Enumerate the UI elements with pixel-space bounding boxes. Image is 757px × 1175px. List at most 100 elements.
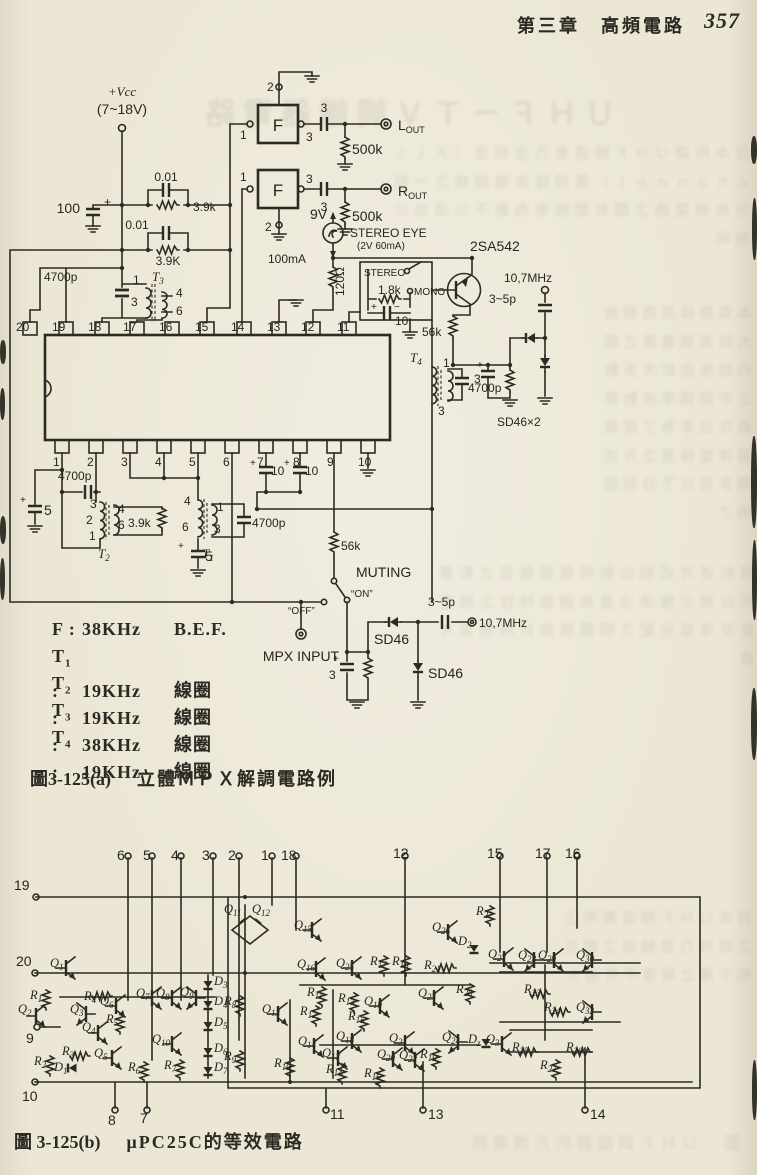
schematic-label: 3 [202, 847, 210, 863]
schematic-label: 10 [305, 464, 319, 478]
schematic-label: STEREO EYE [350, 226, 427, 240]
schematic-label: 3 [214, 522, 221, 536]
schematic-label: 19 [14, 877, 30, 893]
schematic-label: 9V [310, 206, 328, 222]
schematic-label: 3 [329, 668, 336, 682]
schematic-label: R4 [83, 989, 97, 1005]
chapter-header: 第三章 高頻電路 [517, 16, 685, 36]
schematic-label: + [104, 195, 111, 209]
schematic-label: 120Ω [333, 267, 347, 296]
schematic-label: 1 [89, 529, 96, 543]
schematic-label: 500k [352, 141, 383, 157]
schematic-label: + [250, 458, 256, 469]
schematic-label: 100mA [268, 252, 306, 266]
schematic-label: 4 [176, 286, 183, 300]
schematic-label: R19 [419, 1047, 437, 1063]
schematic-label: 7 [257, 455, 264, 469]
schematic-label: 6 [182, 520, 189, 534]
schematic-label: Q16 [297, 957, 316, 973]
page-number: 357 [704, 8, 740, 33]
schematic-label: 11 [330, 1106, 345, 1122]
schematic-label: 18 [88, 320, 102, 334]
schematic-label: 1.8k [378, 283, 402, 297]
schematic-label: Q3 [70, 1002, 84, 1018]
caption-figure-b: 圖 3-125(b)μPC25C的等效電路 [14, 1128, 304, 1154]
schematic-label: Q23 [418, 986, 437, 1002]
stereo-mono-switch[interactable] [359, 260, 433, 321]
schematic-label: R26 [565, 1040, 583, 1056]
muting-switch[interactable] [320, 577, 351, 606]
schematic-label: Q17 [322, 1046, 341, 1062]
schematic-label: D5 [213, 1015, 228, 1031]
schematic-label: R23 [523, 982, 541, 998]
schematic-label: Q10 [152, 1032, 171, 1048]
schematic-label: 3 [438, 404, 445, 418]
schematic-label: 13 [267, 320, 281, 334]
caption-figure-a: 圖3-125(a)立體ＭＰＸ解調電路例 [30, 765, 337, 791]
schematic-label: 3 [90, 497, 97, 511]
schematic-label: 1 [240, 170, 247, 184]
schematic-label: F [273, 181, 283, 200]
schematic-label: 20 [16, 953, 32, 969]
schematic-mpx-demodulator: +Vcc(7~18V)0.013.9k0.013.9K100+4700p1T34… [9, 71, 554, 709]
schematic-label: 10,7MHz [479, 616, 527, 630]
schematic-label: 1 [217, 500, 224, 514]
schematic-label: 5 [143, 847, 151, 863]
schematic-label: F [273, 116, 283, 135]
schematic-label: MUTING [356, 564, 411, 580]
schematic-label: 5 [205, 548, 213, 564]
schematic-label: Q8 [156, 986, 170, 1002]
schematic-label: R27 [539, 1058, 557, 1074]
terminals [117, 83, 550, 640]
schematic-label: Q19 [364, 994, 383, 1010]
schematic-label: 6 [176, 304, 183, 318]
schematic-label: D1 [53, 1060, 68, 1076]
schematic-label: 10 [395, 314, 409, 328]
schematic-label: 13 [428, 1106, 444, 1122]
schematic-label: R6 [127, 1060, 141, 1076]
schematic-label: 4700p [468, 381, 502, 395]
schematic-label: 1 [240, 128, 247, 142]
schematic-label: + [178, 541, 184, 552]
schematic-label: Q13 [262, 1002, 281, 1018]
schematic-label: Q31 [486, 1032, 504, 1048]
schematic-label: 1 [53, 455, 60, 469]
schematic-label: Q4 [82, 1020, 96, 1036]
schematic-label: 4700p [44, 270, 78, 284]
schematic-label: 3~5p [428, 595, 455, 609]
schematic-label: 10,7MHz [504, 271, 552, 285]
schematic-label: Q25 [336, 956, 355, 972]
scan-smudge [0, 340, 6, 364]
schematic-label: 3 [321, 101, 328, 115]
schematic-label: 14 [231, 320, 245, 334]
schematic-label: R25 [511, 1040, 529, 1056]
scan-smudge [751, 688, 757, 760]
schematic-label: MPX INPUT [263, 648, 340, 664]
scan-smudge [752, 1060, 757, 1120]
schematic-label: Dz [467, 1032, 481, 1048]
schematic-label: R8 [223, 994, 237, 1010]
circuit-wires [9, 71, 546, 701]
scan-smudge [0, 388, 5, 420]
schematic-label: “OFF” [288, 606, 315, 617]
schematic-label: R5 [105, 1012, 119, 1028]
schematic-label: 2 [87, 455, 94, 469]
schematic-label: Q21 [389, 1031, 407, 1047]
schematic-label: R7 [163, 1058, 177, 1074]
schematic-label: 3 [474, 372, 481, 386]
schematic-label: 6 [117, 847, 125, 863]
scan-smudge [0, 516, 6, 544]
schematic-label: 15 [487, 845, 503, 861]
schematic-label: 3.9k [128, 516, 152, 530]
schematic-label: 1 [133, 273, 140, 287]
schematic-label: 15 [195, 320, 209, 334]
schematic-label: Q26 [432, 920, 451, 936]
schematic-label: + [333, 654, 339, 665]
